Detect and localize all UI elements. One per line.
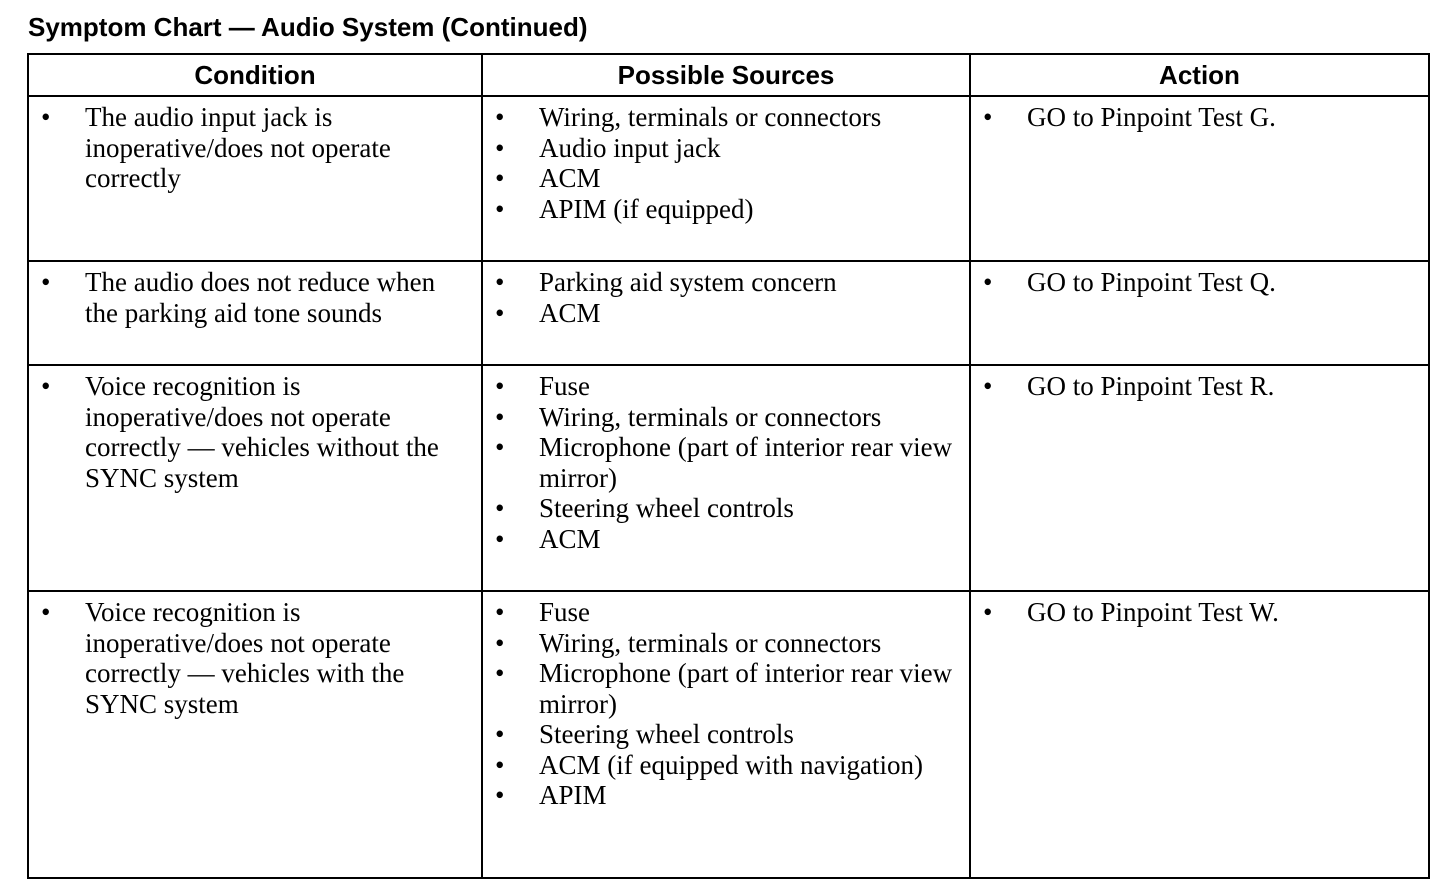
source-item: ACM — [483, 298, 969, 329]
condition-text: The audio does not reduce when the parki… — [29, 267, 481, 328]
page-title: Symptom Chart — Audio System (Continued) — [28, 12, 588, 42]
action-text: GO to Pinpoint Test G. — [971, 102, 1428, 133]
table-row: Voice recognition is inoperative/does no… — [27, 364, 1430, 592]
condition-text: Voice recognition is inoperative/does no… — [29, 371, 481, 493]
table-row: The audio input jack is inoperative/does… — [27, 95, 1430, 262]
source-item: Parking aid system concern — [483, 267, 969, 298]
condition-cell: Voice recognition is inoperative/does no… — [27, 590, 483, 879]
source-item: Steering wheel controls — [483, 719, 969, 750]
sources-cell: Parking aid system concern ACM — [481, 260, 971, 366]
source-item: APIM (if equipped) — [483, 194, 969, 225]
header-possible-sources: Possible Sources — [481, 53, 971, 97]
action-cell: GO to Pinpoint Test R. — [969, 364, 1430, 592]
table-header-row: Condition Possible Sources Action — [27, 53, 1430, 97]
source-item: Audio input jack — [483, 133, 969, 164]
source-item: Steering wheel controls — [483, 493, 969, 524]
sources-cell: Fuse Wiring, terminals or connectors Mic… — [481, 590, 971, 879]
action-text: GO to Pinpoint Test W. — [971, 597, 1428, 628]
condition-cell: The audio does not reduce when the parki… — [27, 260, 483, 366]
header-action: Action — [969, 53, 1430, 97]
table-row: The audio does not reduce when the parki… — [27, 260, 1430, 366]
condition-cell: The audio input jack is inoperative/does… — [27, 95, 483, 262]
source-item: APIM — [483, 780, 969, 811]
sources-cell: Wiring, terminals or connectors Audio in… — [481, 95, 971, 262]
source-item: Fuse — [483, 597, 969, 628]
action-cell: GO to Pinpoint Test W. — [969, 590, 1430, 879]
header-condition: Condition — [27, 53, 483, 97]
action-cell: GO to Pinpoint Test G. — [969, 95, 1430, 262]
action-text: GO to Pinpoint Test Q. — [971, 267, 1428, 298]
action-cell: GO to Pinpoint Test Q. — [969, 260, 1430, 366]
source-item: Wiring, terminals or connectors — [483, 402, 969, 433]
source-item: Microphone (part of interior rear view m… — [483, 432, 969, 493]
source-item: ACM — [483, 524, 969, 555]
condition-text: The audio input jack is inoperative/does… — [29, 102, 481, 194]
sources-cell: Fuse Wiring, terminals or connectors Mic… — [481, 364, 971, 592]
source-item: Wiring, terminals or connectors — [483, 628, 969, 659]
action-text: GO to Pinpoint Test R. — [971, 371, 1428, 402]
condition-text: Voice recognition is inoperative/does no… — [29, 597, 481, 719]
source-item: ACM — [483, 163, 969, 194]
symptom-chart-table: Condition Possible Sources Action The au… — [27, 53, 1430, 879]
source-item: Microphone (part of interior rear view m… — [483, 658, 969, 719]
source-item: Fuse — [483, 371, 969, 402]
source-item: Wiring, terminals or connectors — [483, 102, 969, 133]
condition-cell: Voice recognition is inoperative/does no… — [27, 364, 483, 592]
source-item: ACM (if equipped with navigation) — [483, 750, 969, 781]
table-row: Voice recognition is inoperative/does no… — [27, 590, 1430, 879]
